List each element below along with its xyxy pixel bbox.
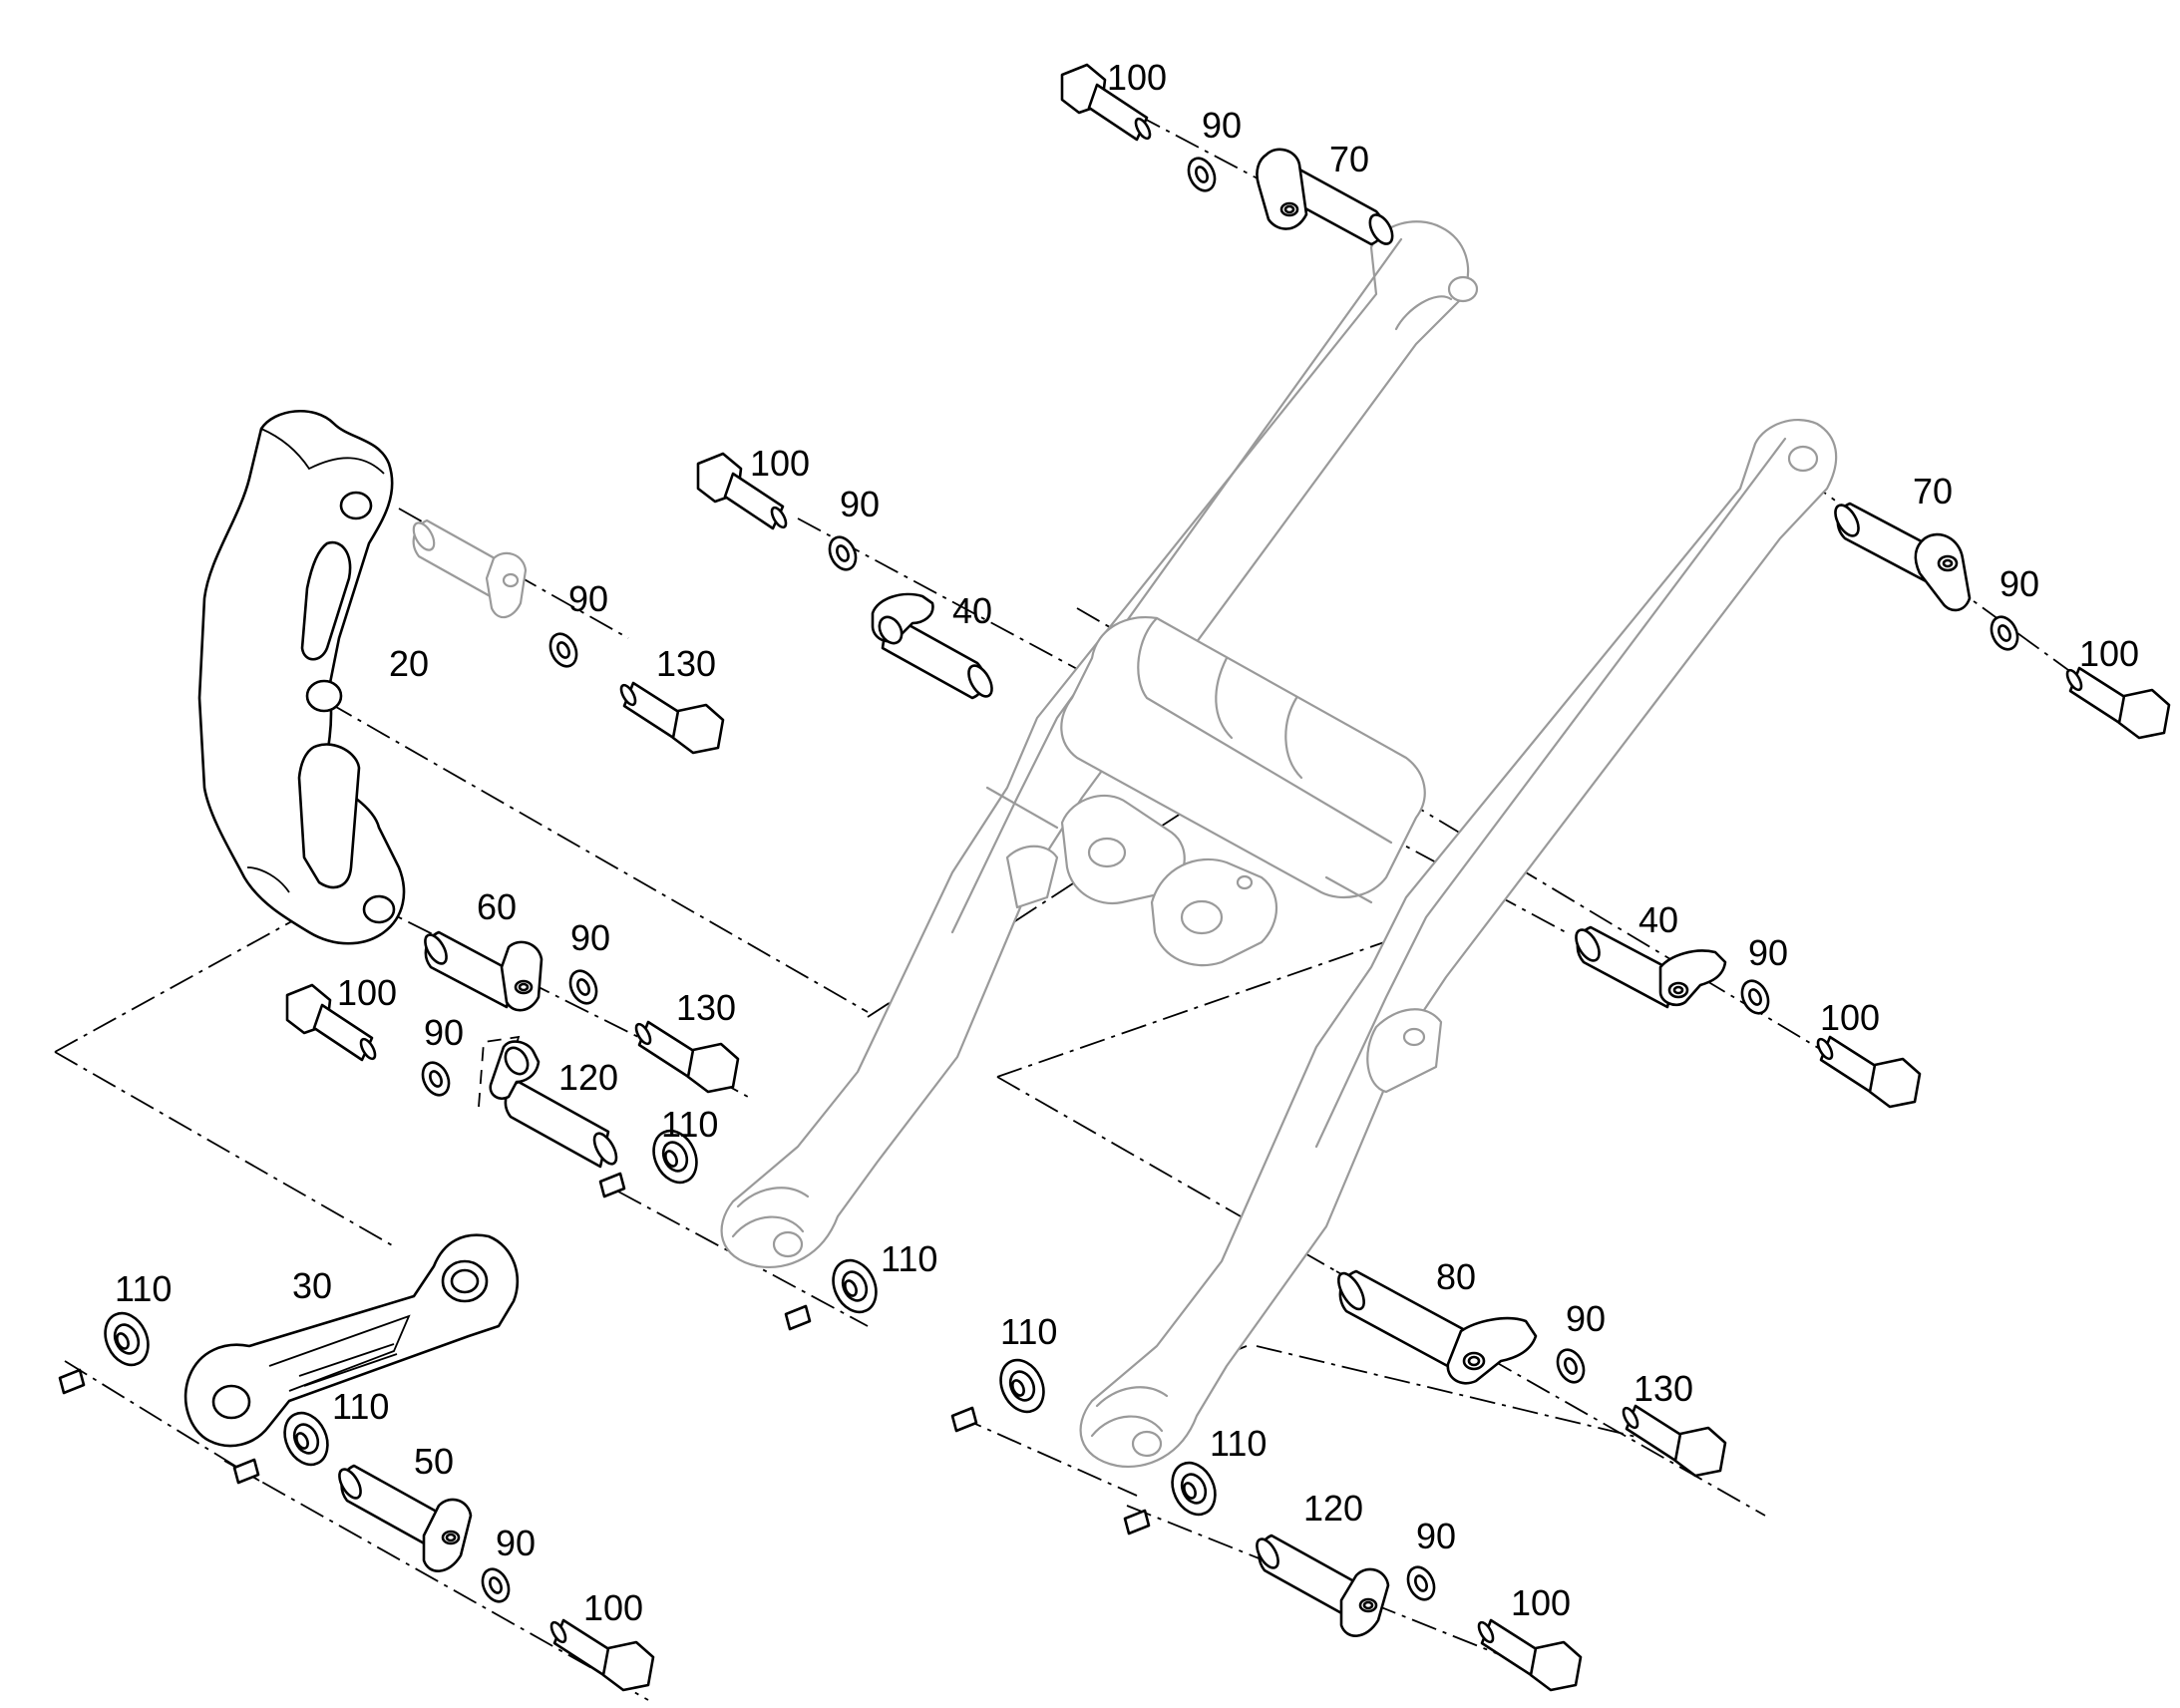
washer-90-i [481,1567,511,1603]
link-rod [183,1233,520,1448]
callout-40: 40 [1638,899,1678,940]
callout-120: 120 [558,1057,618,1098]
bolt-100-bottom-right [1477,1618,1583,1692]
callout-100: 100 [1511,1582,1571,1623]
pin-70-upper [1256,148,1394,246]
callout-90: 90 [1566,1298,1606,1339]
callout-100: 100 [1107,57,1167,98]
washer-90-h [1556,1348,1586,1384]
callout-110: 110 [661,1104,718,1145]
pin-40-left [871,592,993,700]
pin-70-right [1834,502,1972,612]
washer-90-d [1990,615,2019,651]
callout-90: 90 [570,917,610,958]
bellcrank-lever [197,410,406,945]
callout-40: 40 [952,590,992,631]
callout-110: 110 [115,1268,172,1309]
callout-130: 130 [1634,1368,1693,1409]
seal-110-b [832,1258,878,1314]
pin-50 [338,1464,473,1572]
callout-110: 110 [1210,1423,1267,1464]
callout-90: 90 [424,1012,464,1053]
washer-90-c [548,632,578,668]
arm-bracket-right [1366,1008,1443,1094]
bolt-100-right-top [2065,666,2171,740]
bolt-100-left [285,983,377,1062]
callout-labels: 20 30 40 40 50 60 70 70 80 90 90 90 90 9… [115,57,2139,1628]
bolt-130-mid [634,1020,740,1094]
callout-100: 100 [1820,997,1880,1038]
callout-90: 90 [496,1523,536,1563]
washer-90-f [1740,979,1770,1015]
callout-90: 90 [1202,105,1242,146]
grease-nipples [58,1172,1151,1536]
callout-110: 110 [1000,1311,1057,1352]
washer-90-e [568,969,598,1005]
callout-100: 100 [750,443,810,484]
bolt-100-bottom-left [549,1618,655,1692]
washer-90-a [1187,157,1217,192]
callout-100: 100 [583,1587,643,1628]
callout-50: 50 [414,1441,454,1482]
callout-90: 90 [1416,1516,1456,1556]
callout-90: 90 [1999,563,2039,604]
bolts [285,63,2171,1692]
callout-130: 130 [656,643,716,684]
washer-90-g [421,1061,451,1097]
bolt-100-right-mid [1816,1035,1922,1109]
pin-bellcrank-top [412,518,528,619]
callout-110: 110 [881,1238,937,1279]
seal-110-c [104,1311,150,1367]
callout-130: 130 [676,987,736,1028]
seals-110 [104,1129,1217,1517]
callout-70: 70 [1913,471,1953,512]
cross-tube [1060,615,1426,899]
callout-100: 100 [2079,633,2139,674]
callout-120: 120 [1303,1488,1363,1529]
arm-bracket-left [1005,845,1059,909]
callout-110: 110 [332,1386,389,1427]
seal-110-e [283,1411,329,1467]
washers-90 [421,157,2019,1603]
pins [338,148,1972,1637]
pin-80 [1337,1269,1538,1385]
pin-40-right [1575,925,1727,1009]
right-lift-arm [1079,419,1838,1468]
pin-120-right [1256,1534,1390,1637]
loader-lift-frame [720,220,1838,1468]
callout-30: 30 [292,1265,332,1306]
callout-90: 90 [840,484,880,524]
callout-90: 90 [1748,932,1788,973]
seal-110-a [652,1129,698,1185]
pin-60 [424,930,544,1012]
callout-80: 80 [1436,1256,1476,1297]
bolt-100-top [1060,63,1152,142]
callout-70: 70 [1329,139,1369,179]
callout-90: 90 [568,578,608,619]
callout-60: 60 [477,886,517,927]
bolt-130-upper [619,681,725,755]
washer-90-j [1406,1565,1436,1601]
washer-90-b [828,535,858,571]
bolt-100-mid [696,452,788,530]
bolt-130-lower [1622,1404,1727,1478]
seal-110-d [999,1358,1045,1414]
pin-120-left [489,1040,618,1169]
callout-100: 100 [337,972,397,1013]
seal-110-f [1171,1461,1217,1517]
callout-20: 20 [389,643,429,684]
